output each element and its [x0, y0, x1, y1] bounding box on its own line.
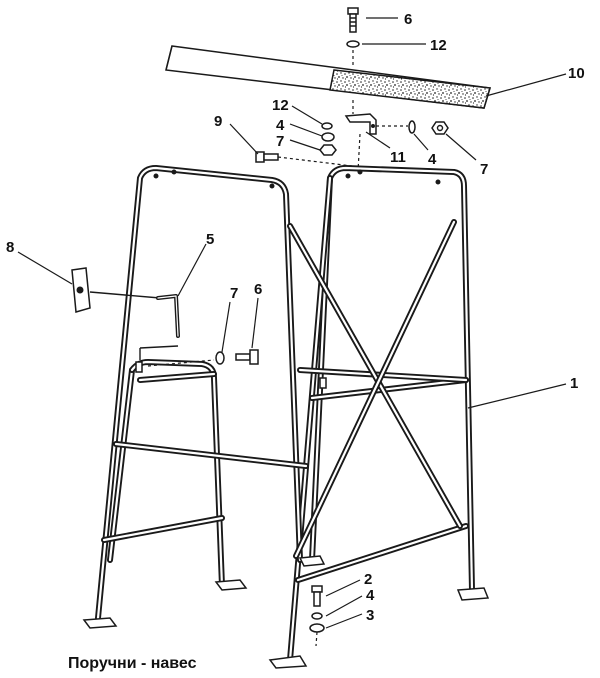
- callout-1: 1: [570, 375, 578, 392]
- callout-12-left: 12: [272, 97, 289, 114]
- callout-4-right: 4: [428, 151, 437, 168]
- pin-bolt: [235, 349, 259, 365]
- callout-7-right: 7: [480, 161, 488, 178]
- long-bolt: [255, 151, 279, 163]
- top-washer: [346, 40, 360, 48]
- callout-7-pin: 7: [230, 285, 238, 302]
- leader-lines: [17, 17, 567, 629]
- callout-9: 9: [214, 113, 222, 130]
- callout-5: 5: [206, 231, 214, 248]
- pin-washer: [215, 351, 225, 365]
- callout-10: 10: [568, 65, 585, 82]
- callout-4-left: 4: [276, 117, 285, 134]
- callout-8: 8: [6, 239, 14, 256]
- diagram-caption: Поручни - навес: [68, 655, 197, 672]
- bottom-bolt: [311, 585, 323, 607]
- callout-7-left: 7: [276, 133, 284, 150]
- callout-2: 2: [364, 571, 372, 588]
- main-frame: [95, 165, 475, 663]
- top-bolt: [347, 7, 359, 33]
- left-washer-a: [321, 122, 333, 130]
- l-pin: [156, 294, 180, 338]
- bottom-washer-b: [309, 623, 325, 633]
- bottom-washer-a: [311, 612, 323, 620]
- callout-3: 3: [366, 607, 374, 624]
- bracket-nut: [431, 121, 449, 135]
- callout-12-top: 12: [430, 37, 447, 54]
- callout-labels: 6 12 10 12 4 7 9 11 4 7 8 5 7 6 1 2 4 3: [6, 11, 585, 624]
- mounting-bracket: [344, 113, 377, 135]
- foot-plates: [82, 555, 490, 669]
- left-washer-b: [321, 132, 335, 142]
- mounting-plate: [71, 267, 91, 313]
- callout-11: 11: [390, 149, 406, 166]
- callout-4-bottom: 4: [366, 587, 375, 604]
- callout-6-pin: 6: [254, 281, 262, 298]
- left-nut: [319, 144, 337, 156]
- callout-6-top: 6: [404, 11, 412, 28]
- canopy-panel: [165, 45, 491, 109]
- bracket-washer: [408, 120, 416, 134]
